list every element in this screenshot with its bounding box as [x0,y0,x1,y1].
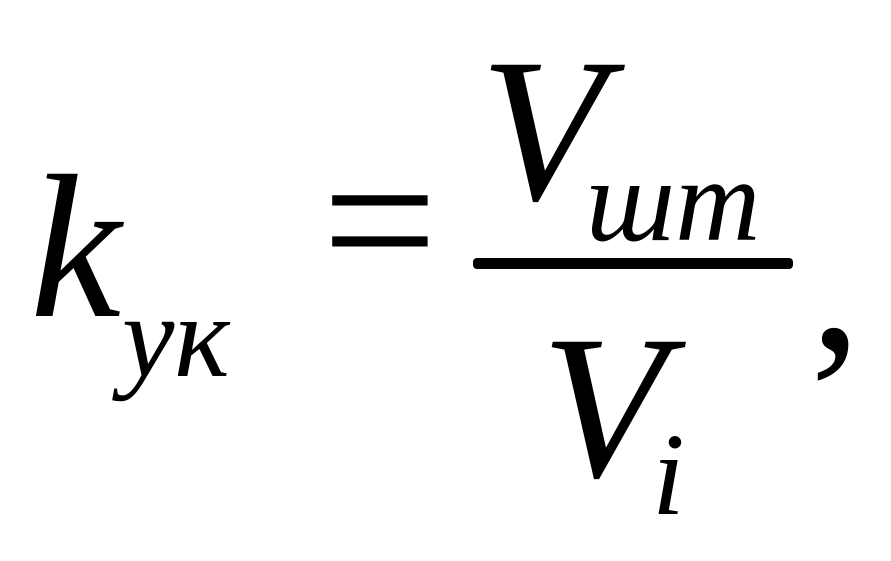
denominator-subscript: i [652,409,685,540]
denominator-symbol: V [541,294,667,521]
coefficient-symbol: k [30,134,121,361]
numerator-subscript: шт [586,135,761,266]
numerator-symbol: V [480,17,606,244]
coefficient-subscript: ук [122,271,230,402]
fraction-bar [473,258,793,269]
trailing-comma: , [810,167,862,394]
equals-sign: = [322,107,438,334]
